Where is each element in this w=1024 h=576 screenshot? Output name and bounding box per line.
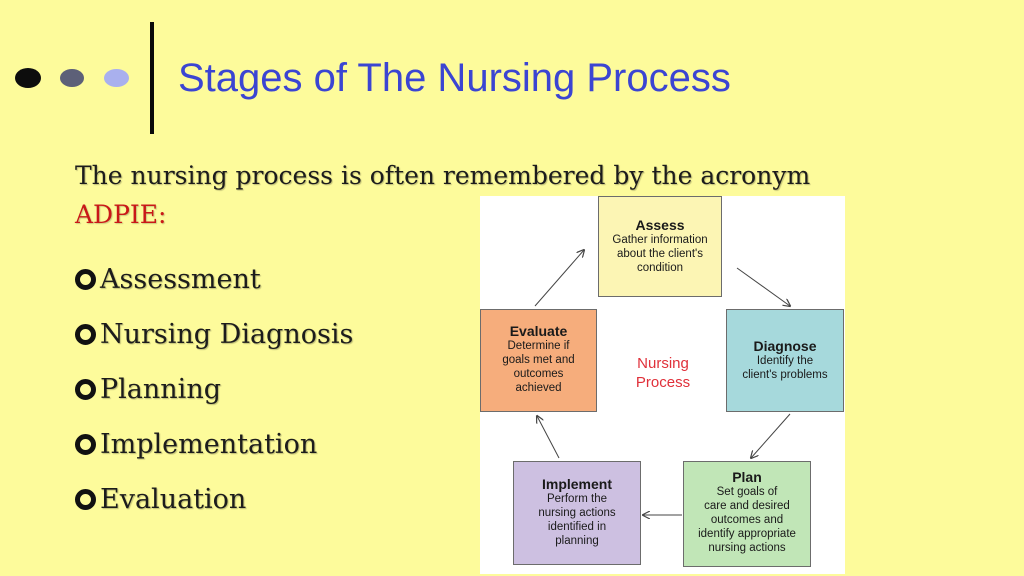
arrow-icon xyxy=(537,416,560,459)
diagnose-line: client's problems xyxy=(742,369,828,381)
list-item: Assessment xyxy=(75,252,353,307)
plan-line: care and desired xyxy=(704,500,790,512)
gray-dot-icon xyxy=(60,69,84,87)
assess-line: Gather information xyxy=(612,234,708,246)
center-label-line: Nursing xyxy=(637,355,689,372)
plan-title: Plan xyxy=(732,469,762,485)
implement-line: Perform the xyxy=(546,493,608,505)
evaluate-line: outcomes xyxy=(513,368,564,380)
evaluate-line: goals met and xyxy=(502,354,575,366)
list-item-label: Assessment xyxy=(100,264,261,295)
plan-line: identify appropriate xyxy=(698,528,796,540)
plan-line: nursing actions xyxy=(708,542,786,554)
evaluate-line: achieved xyxy=(515,382,562,394)
assess-line: condition xyxy=(636,262,684,274)
diagnose-title: Diagnose xyxy=(753,338,817,354)
list-item-label: Evaluation xyxy=(100,484,247,515)
list-item: Planning xyxy=(75,362,353,417)
list-item-label: Nursing Diagnosis xyxy=(100,319,354,350)
assess-title: Assess xyxy=(635,217,685,233)
evaluate-line: Determine if xyxy=(507,340,570,352)
implement-title: Implement xyxy=(541,476,612,492)
ring-bullet-icon xyxy=(75,324,96,345)
implement-box: Implement Perform the nursing actions id… xyxy=(513,461,641,565)
assess-line: about the client's xyxy=(617,248,703,260)
ring-bullet-icon xyxy=(75,379,96,400)
plan-box: Plan Set goals of care and desired outco… xyxy=(683,461,811,567)
lavender-dot-icon xyxy=(104,69,129,87)
title-divider xyxy=(150,22,154,134)
implement-line: nursing actions xyxy=(538,507,616,519)
ring-bullet-icon xyxy=(75,269,96,290)
nursing-process-diagram: Assess Gather information about the clie… xyxy=(480,196,845,574)
center-label: Nursing Process xyxy=(620,354,706,392)
list-item: Nursing Diagnosis xyxy=(75,307,353,362)
list-item-label: Implementation xyxy=(100,429,318,460)
diagnose-box: Diagnose Identify the client's problems xyxy=(726,309,844,412)
intro-text: The nursing process is often remembered … xyxy=(75,161,811,190)
arrow-icon xyxy=(534,250,584,307)
center-label-line: Process xyxy=(635,374,691,391)
evaluate-title: Evaluate xyxy=(509,323,568,339)
arrow-icon xyxy=(751,413,791,458)
acronym-text: ADPIE: xyxy=(75,200,167,229)
ring-bullet-icon xyxy=(75,434,96,455)
evaluate-box: Evaluate Determine if goals met and outc… xyxy=(480,309,597,412)
list-item: Evaluation xyxy=(75,472,353,527)
slide-title: Stages of The Nursing Process xyxy=(178,56,731,100)
assess-box: Assess Gather information about the clie… xyxy=(598,196,722,297)
dark-dot-icon xyxy=(15,68,41,88)
ring-bullet-icon xyxy=(75,489,96,510)
plan-line: outcomes and xyxy=(710,514,784,526)
diagnose-line: Identify the xyxy=(756,355,814,367)
plan-line: Set goals of xyxy=(716,486,778,498)
cycle-arrows xyxy=(534,196,845,574)
implement-line: planning xyxy=(555,535,599,547)
implement-line: identified in xyxy=(547,521,607,533)
stage-list: Assessment Nursing Diagnosis Planning Im… xyxy=(75,252,353,527)
list-item: Implementation xyxy=(75,417,353,472)
list-item-label: Planning xyxy=(100,374,221,405)
arrow-icon xyxy=(736,267,790,306)
